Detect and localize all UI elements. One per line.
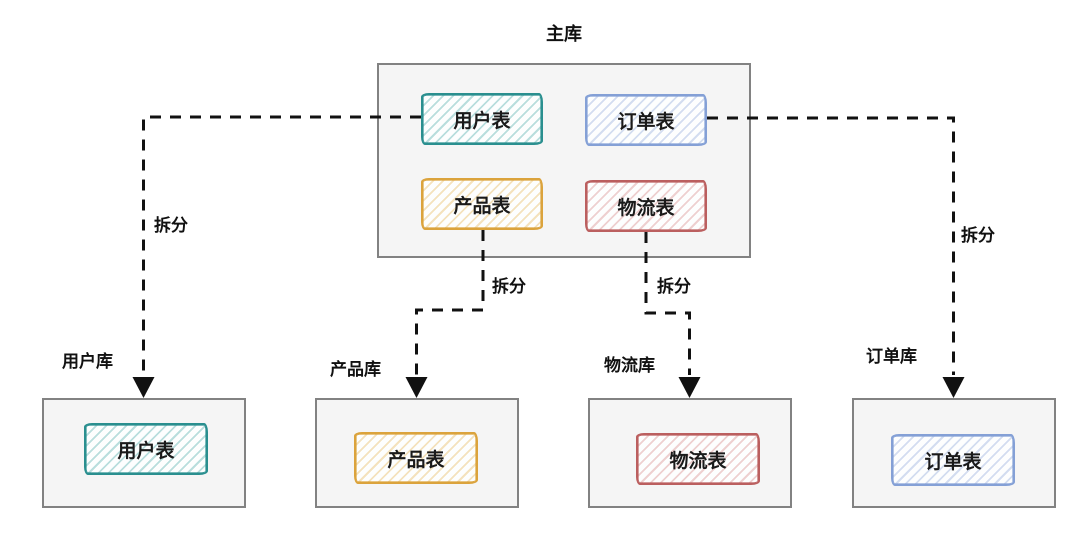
logistics-db-table-label: 物流表 [669,449,727,472]
logistics-db-table: 物流表 [636,433,760,485]
split-label-logistics: 拆分 [657,277,691,297]
order-db-table: 订单表 [891,434,1015,486]
main-logistics-table: 物流表 [585,180,707,232]
main-logistics-table-label: 物流表 [617,196,675,219]
main-order-table-label: 订单表 [617,110,675,133]
order-db-label: 订单库 [866,347,917,367]
split-label-order: 拆分 [961,226,995,246]
product-db-table-label: 产品表 [387,448,445,471]
main-user-table: 用户表 [421,93,543,145]
user-db-table-label: 用户表 [117,439,175,462]
main-product-table-label: 产品表 [453,194,511,217]
split-label-product: 拆分 [492,277,526,297]
user-db-table: 用户表 [84,423,208,475]
split-label-user: 拆分 [154,216,188,236]
main-user-table-label: 用户表 [453,109,511,132]
main-order-table: 订单表 [585,94,707,146]
user-db-label: 用户库 [62,352,113,372]
main-db-label: 主库 [546,24,582,45]
product-db-label: 产品库 [330,360,381,380]
order-db-table-label: 订单表 [924,450,982,473]
main-product-table: 产品表 [421,178,543,230]
logistics-db-label: 物流库 [604,356,655,376]
product-db-table: 产品表 [354,432,478,484]
